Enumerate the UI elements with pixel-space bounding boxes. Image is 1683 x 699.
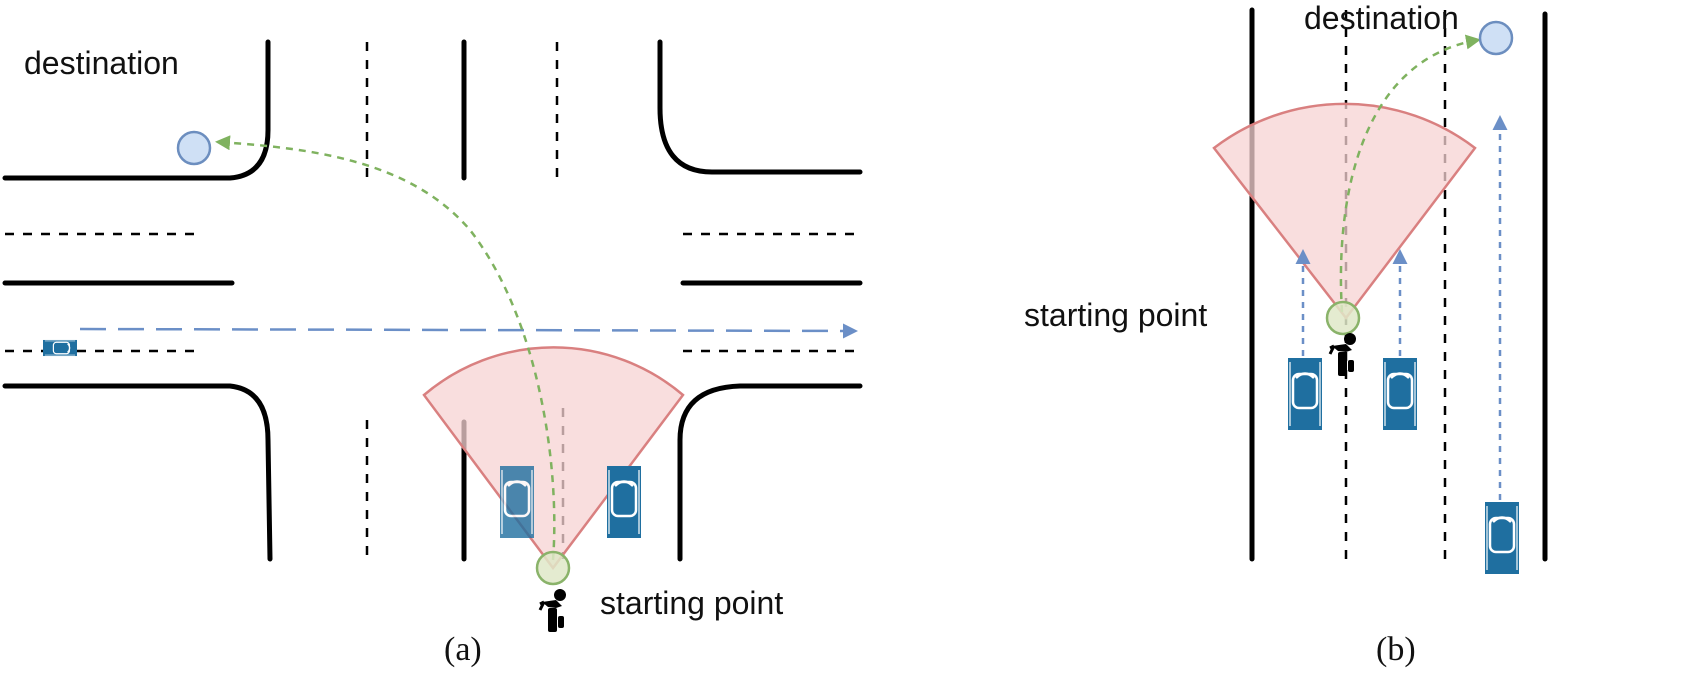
caption-b: (b) <box>1376 631 1416 668</box>
cyclist-icon <box>1328 332 1358 378</box>
field-of-view-b <box>1212 102 1477 321</box>
destination-label-b: destination <box>1304 0 1459 36</box>
destination-label-a: destination <box>24 45 179 81</box>
car-icon <box>1288 358 1322 430</box>
car-icon <box>1383 358 1417 430</box>
cyclist-icon <box>538 588 568 634</box>
panel-a-intersection: destination starting point (a) <box>2 39 863 668</box>
start-marker-b <box>1325 300 1361 336</box>
lane-markings-a <box>5 42 860 559</box>
start-label-b: starting point <box>1024 297 1207 333</box>
start-label-a: starting point <box>600 585 783 621</box>
vehicle-path-a <box>79 323 858 339</box>
car-icon <box>1485 502 1519 574</box>
cyclist-path-a <box>215 135 556 561</box>
destination-marker-a <box>176 130 212 166</box>
car-icon <box>500 466 534 538</box>
caption-a: (a) <box>444 631 482 668</box>
cyclist-path-b <box>1339 34 1481 313</box>
road-edges-b <box>1249 7 1548 562</box>
destination-marker-b <box>1478 20 1514 56</box>
car-icon <box>43 340 77 356</box>
start-marker-a <box>535 550 571 586</box>
road-edges-a <box>2 39 863 562</box>
car-icon <box>607 466 641 538</box>
field-of-view-a <box>422 346 685 571</box>
panel-b-straight-road: destination starting point (b) <box>1024 0 1548 668</box>
